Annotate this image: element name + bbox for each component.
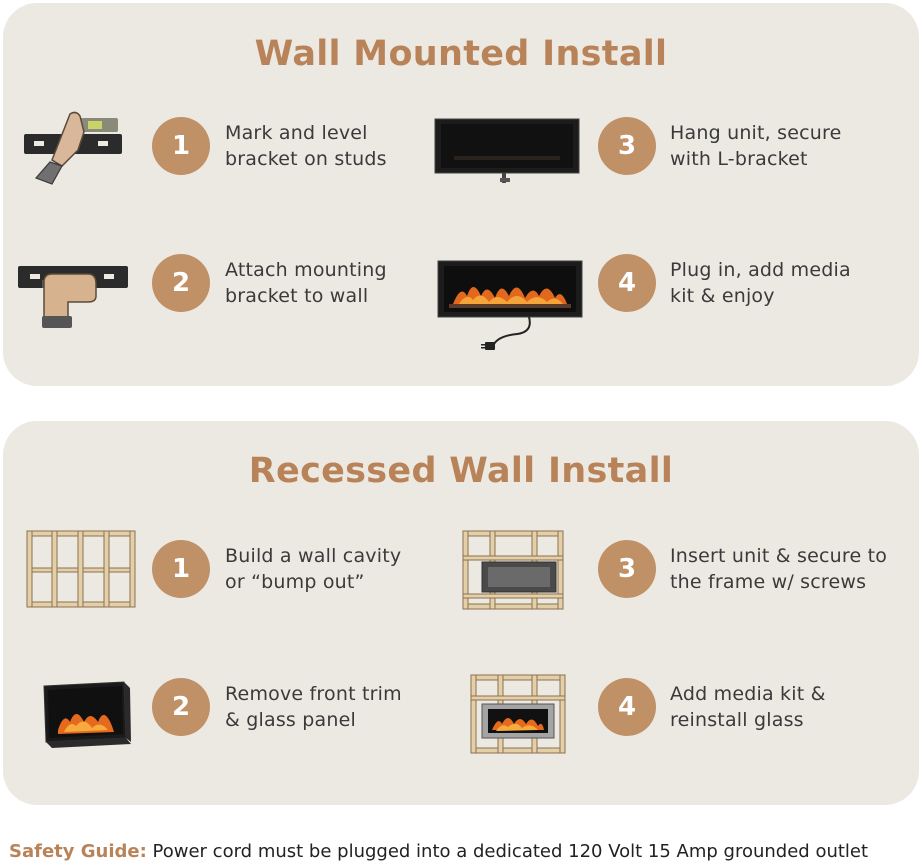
- recessed-step-1-text: Build a wall cavity or “bump out”: [225, 545, 402, 593]
- recessed-step-1-number: 1: [152, 540, 210, 598]
- frame-with-fire-icon: [470, 674, 566, 754]
- recessed-step-3-number: 3: [598, 540, 656, 598]
- fireplace-plugged-icon: [437, 260, 583, 350]
- wall-mounted-panel: [3, 3, 919, 386]
- wall-step-3-number: 3: [598, 117, 656, 175]
- frame-with-unit-icon: [462, 530, 564, 610]
- recessed-wall-title: Recessed Wall Install: [248, 451, 674, 491]
- recessed-step-2-text: Remove front trim & glass panel: [225, 683, 402, 731]
- recessed-wall-panel: [3, 421, 919, 805]
- wall-step-3-text: Hang unit, secure with L-bracket: [670, 122, 842, 170]
- wall-step-1-text: Mark and level bracket on studs: [225, 122, 387, 170]
- wall-step-1-number: 1: [152, 117, 210, 175]
- safety-guide: Safety Guide: Power cord must be plugged…: [9, 841, 868, 862]
- safety-guide-label: Safety Guide:: [9, 841, 147, 862]
- recessed-step-4-text: Add media kit & reinstall glass: [670, 683, 826, 731]
- wall-mounted-title: Wall Mounted Install: [254, 34, 668, 74]
- fireplace-open-icon: [43, 681, 131, 748]
- level-bracket-icon: [24, 111, 122, 185]
- wall-step-4-number: 4: [598, 254, 656, 312]
- safety-guide-text: Power cord must be plugged into a dedica…: [146, 841, 869, 862]
- wall-step-4-text: Plug in, add media kit & enjoy: [670, 259, 851, 307]
- recessed-step-4-number: 4: [598, 678, 656, 736]
- recessed-step-2-number: 2: [152, 678, 210, 736]
- drill-bracket-icon: [18, 266, 128, 328]
- fireplace-hanging-icon: [434, 118, 580, 183]
- wall-step-2-number: 2: [152, 254, 210, 312]
- wall-step-2-text: Attach mounting bracket to wall: [225, 259, 387, 307]
- recessed-step-3-text: Insert unit & secure to the frame w/ scr…: [670, 545, 888, 593]
- wood-frame-icon: [26, 530, 136, 608]
